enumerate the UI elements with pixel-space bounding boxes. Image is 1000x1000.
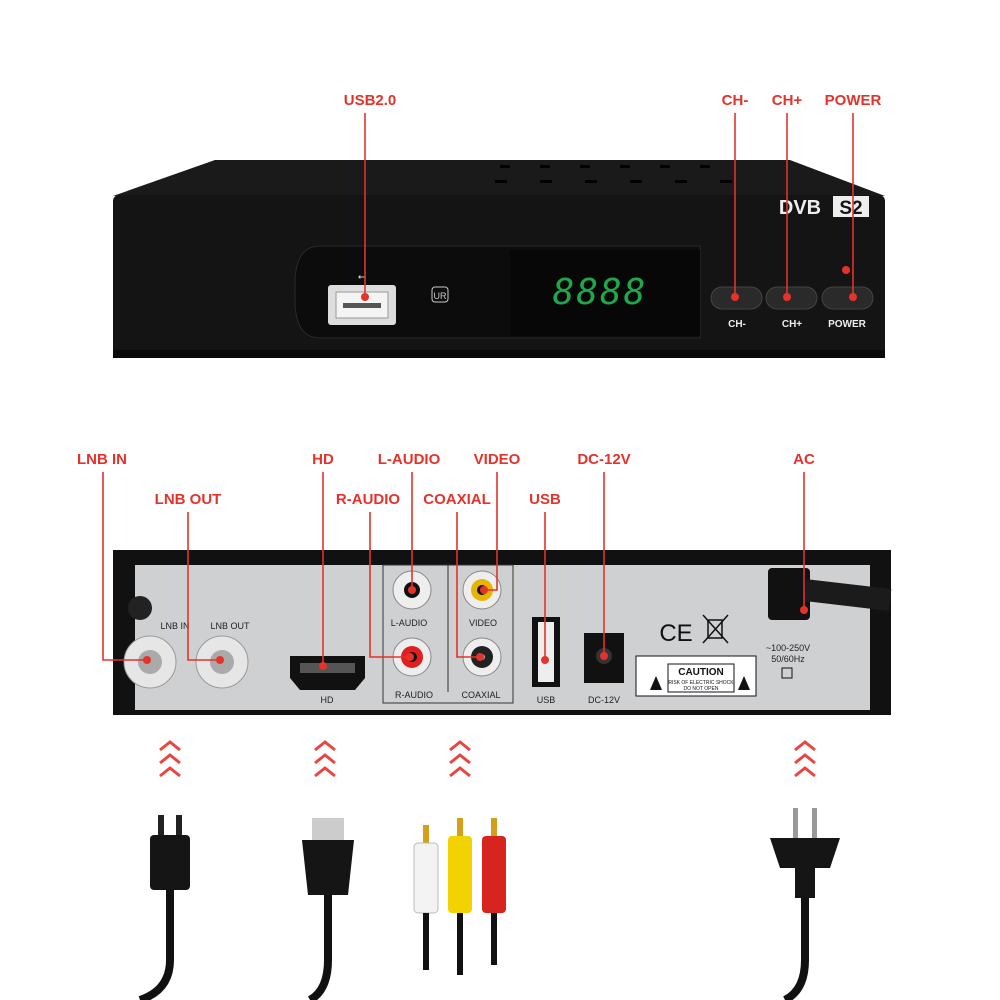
callout-video: VIDEO <box>474 451 521 468</box>
svg-text:L-AUDIO: L-AUDIO <box>391 618 428 628</box>
hdmi-cable <box>302 818 354 1000</box>
vent-slots <box>495 165 732 183</box>
front-receiver: ⭠ UR 8888 DVB S2 CH- CH+ POWER <box>113 160 885 358</box>
svg-text:VIDEO: VIDEO <box>469 618 497 628</box>
back-callouts: LNB IN LNB OUT HD L-AUDIO R-AUDIO VIDEO … <box>77 451 815 670</box>
svg-text:DC-12V: DC-12V <box>588 695 620 705</box>
callout-hd: HD <box>312 451 334 468</box>
display-panel <box>510 250 700 336</box>
callout-r-audio: R-AUDIO <box>336 491 400 508</box>
chevron-up-icons <box>159 740 816 778</box>
svg-text:COAXIAL: COAXIAL <box>461 690 500 700</box>
chevron-up-icon <box>314 740 336 778</box>
callout-usb: USB2.0 <box>344 92 397 109</box>
svg-text:HD: HD <box>321 695 334 705</box>
front-callouts: USB2.0 CH- CH+ POWER <box>344 92 882 301</box>
svg-text:UR: UR <box>434 291 447 301</box>
screw-icon <box>128 596 152 620</box>
svg-text:RISK OF ELECTRIC SHOCK: RISK OF ELECTRIC SHOCK <box>668 680 734 686</box>
callout-ch-minus: CH- <box>722 92 749 109</box>
power-led <box>842 266 850 274</box>
callout-dc: DC-12V <box>577 451 630 468</box>
chevron-up-icon <box>449 740 471 778</box>
svg-text:LNB OUT: LNB OUT <box>210 621 250 631</box>
callout-ch-plus: CH+ <box>772 92 803 109</box>
svg-text:50/60Hz: 50/60Hz <box>771 654 805 664</box>
ce-mark: CE <box>659 620 692 647</box>
hdmi-port[interactable] <box>290 656 365 690</box>
svg-text:CAUTION: CAUTION <box>678 667 724 678</box>
ch-plus-button[interactable]: CH+ <box>765 286 818 330</box>
back-panel: LNB IN LNB OUT HD L-AUDIO VIDEO R-AUDIO … <box>113 550 892 715</box>
callout-ac: AC <box>793 451 815 468</box>
chevron-up-icon <box>159 740 181 778</box>
callout-power: POWER <box>825 92 882 109</box>
ac-power-cord <box>768 568 892 620</box>
eu-power-plug <box>770 808 840 1000</box>
caution-label: CAUTION RISK OF ELECTRIC SHOCK DO NOT OP… <box>635 655 757 697</box>
rca-cable <box>413 818 506 975</box>
svg-text:DO NOT OPEN: DO NOT OPEN <box>684 686 719 692</box>
svg-text:LNB IN: LNB IN <box>160 621 189 631</box>
weee-bin-icon <box>702 614 729 644</box>
svg-text:DVB: DVB <box>779 197 821 219</box>
callout-coaxial: COAXIAL <box>423 491 491 508</box>
usb-symbol-icon: ⭠ <box>358 271 367 283</box>
front-usb-port[interactable] <box>328 285 396 325</box>
svg-text:R-AUDIO: R-AUDIO <box>395 690 433 700</box>
svg-text:~100-250V: ~100-250V <box>766 643 810 653</box>
svg-text:S2: S2 <box>839 198 862 219</box>
svg-text:CH+: CH+ <box>782 319 802 330</box>
led-display: 8888 <box>553 272 648 313</box>
callout-l-audio: L-AUDIO <box>378 451 441 468</box>
callout-lnb-in: LNB IN <box>77 451 127 468</box>
callout-usb-rear: USB <box>529 491 561 508</box>
power-button[interactable]: POWER <box>821 286 874 330</box>
f-connector-cable <box>138 815 190 1000</box>
callout-lnb-out: LNB OUT <box>155 491 222 508</box>
ur-badge: UR <box>431 286 449 303</box>
chevron-up-icon <box>794 740 816 778</box>
svg-text:USB: USB <box>537 695 556 705</box>
double-insulation-icon <box>781 667 793 679</box>
dvb-s2-logo: DVB S2 <box>779 196 869 219</box>
svg-text:CH-: CH- <box>728 319 746 330</box>
rear-usb-port[interactable] <box>532 617 560 687</box>
svg-text:POWER: POWER <box>828 319 867 330</box>
